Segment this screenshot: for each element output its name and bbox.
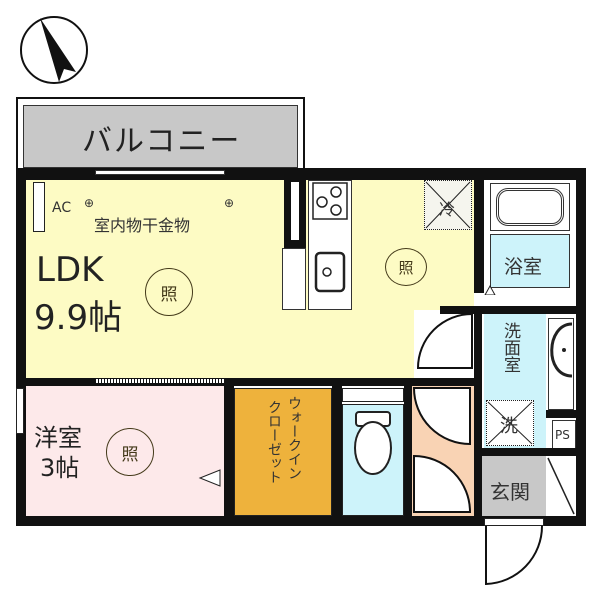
ceiling-light-icon: 照 [385,248,427,286]
wall-western-wic [224,386,234,518]
front-door-swing[interactable] [484,526,546,588]
sink-icon [314,251,346,293]
toilet-icon [354,411,392,475]
drying-hook-icon: ⊕ [224,196,235,210]
walk-in-closet [234,388,332,516]
wall-ldk-bath [474,168,484,293]
sliding-door-ldk-western[interactable] [95,379,225,383]
western-room-label: 洋室 [34,424,82,452]
wall-right [576,168,586,526]
washer-cross-icon [487,401,533,445]
wall-ps [546,410,576,418]
washroom-label: 洗面室 [500,322,520,373]
toilet-window [342,388,404,402]
western-window[interactable] [16,388,24,434]
drying-rack-label: 室内物干金物 [94,216,191,235]
stove-icon [312,182,348,220]
door-swing-wash[interactable] [412,386,474,446]
wall-toilet-hall [404,386,412,518]
kitchen-partition-inner [291,182,299,240]
bath-label: 浴室 [504,256,543,278]
drying-hook-icon: ⊕ [84,196,95,210]
balcony [23,105,298,168]
fridge-label: 冷 [439,200,456,219]
bath-door-icon[interactable] [484,285,496,295]
washer-label: 洗 [500,416,518,437]
ac-unit [33,182,45,232]
wall-left [16,168,26,523]
ldk-label: LDK [36,250,104,290]
wall-wash-left [474,314,482,524]
wall-wic-toilet [332,386,342,518]
wall-bottom [16,516,586,526]
north-arrow-icon [20,16,88,84]
wall-ldk-lower [16,378,476,386]
shoe-cabinet [546,456,576,516]
fridge-cross-icon [425,181,471,229]
washbasin-icon [550,322,573,378]
kitchen-counter-side [282,248,306,310]
wic-label-line1: ウォークイン [286,396,302,480]
ac-label: AC [52,200,72,216]
wall-bath-wash [440,306,576,314]
door-swing-toilet[interactable] [412,454,474,516]
ldk-lower [284,310,414,378]
balcony-window[interactable] [95,170,225,175]
door-swing-ldk[interactable] [416,312,474,384]
wall-wash-entrance [474,448,576,456]
ps-label: PS [555,428,570,442]
wic-label-line2: クローゼット [266,400,282,484]
ceiling-light-icon: 照 [106,428,154,476]
bath-floor [490,234,570,288]
ldk-size: 9.9帖 [34,298,123,338]
compass [18,14,90,86]
entrance-label: 玄関 [490,480,530,504]
entrance [482,456,546,516]
western-room-size: 3帖 [40,454,80,482]
balcony-label: バルコニー [82,124,242,159]
front-door-opening[interactable] [484,518,544,526]
ceiling-light-icon: 照 [145,268,193,316]
bathtub-inner [496,188,564,226]
closet-door-icon[interactable] [198,468,222,488]
ps-box [552,420,576,450]
